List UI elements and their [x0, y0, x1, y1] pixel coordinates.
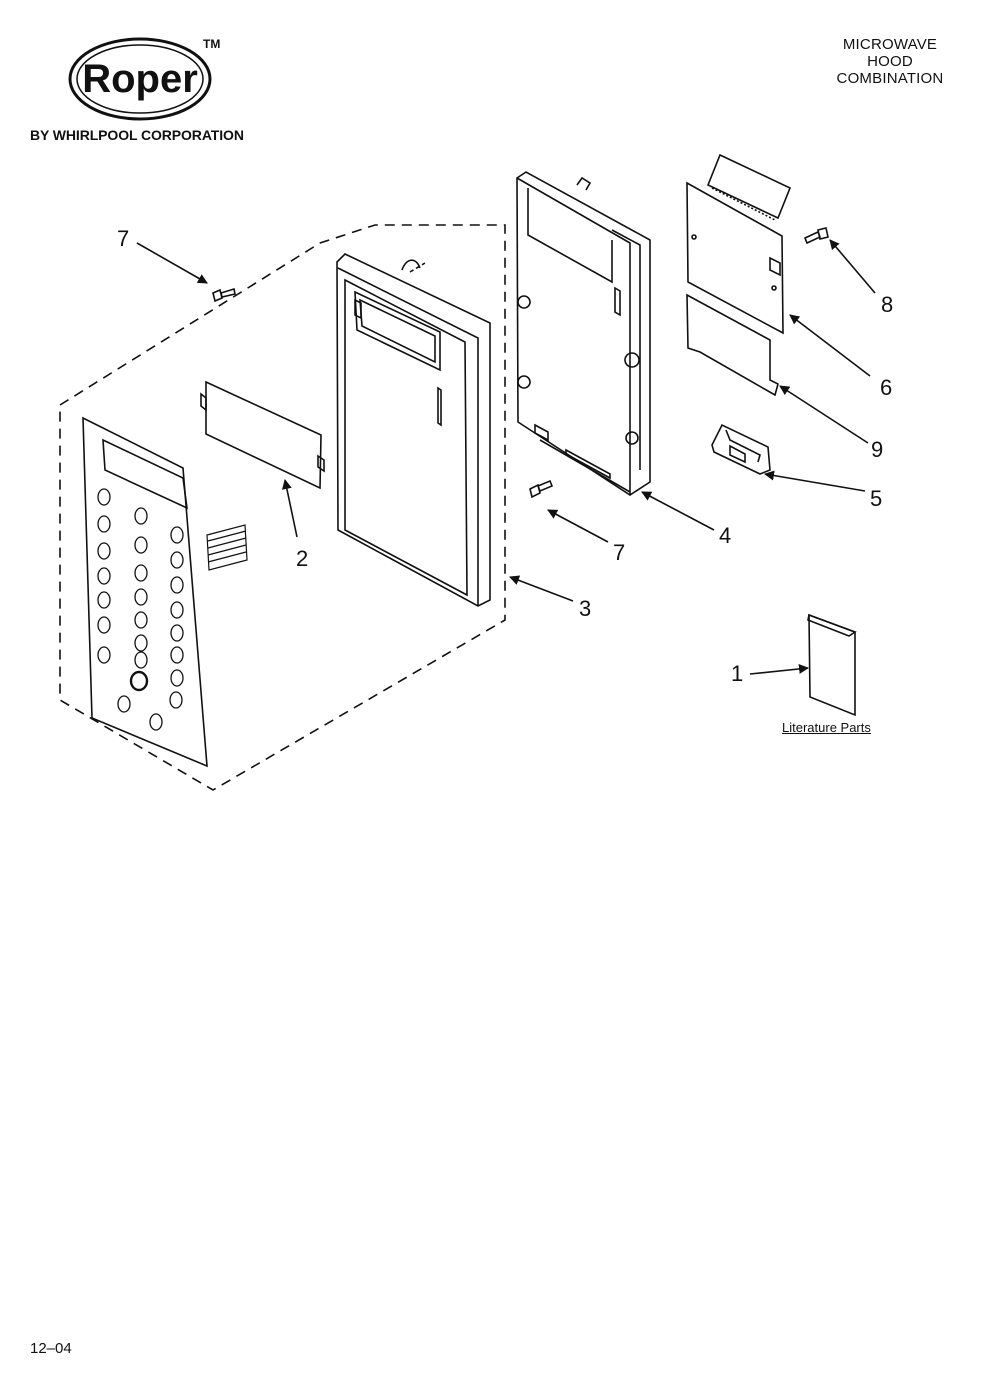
- screw-part-7-top: [212, 287, 236, 303]
- display-window-part: [200, 380, 325, 490]
- literature-parts-label: Literature Parts: [782, 720, 871, 735]
- keypad-buttons: [97, 488, 184, 731]
- leader-arrow-3: [509, 575, 574, 602]
- mounting-clip: [711, 423, 771, 475]
- brand-trademark: TM: [203, 37, 220, 51]
- callout-2: 2: [296, 546, 309, 571]
- brand-tagline: BY WHIRLPOOL CORPORATION: [30, 127, 244, 143]
- callout-6: 6: [880, 375, 893, 400]
- callout-1: 1: [731, 661, 744, 686]
- callout-3: 3: [579, 596, 592, 621]
- title-line-3: COMBINATION: [836, 70, 944, 87]
- leader-arrow-2: [281, 479, 298, 538]
- circuit-board: [686, 153, 792, 335]
- leader-arrow-5: [764, 470, 866, 492]
- leader-arrow-8: [829, 239, 876, 294]
- date-code: 12–04: [30, 1340, 72, 1357]
- leader-arrow-9: [779, 385, 869, 444]
- ribbon-cable: [206, 524, 248, 571]
- title-line-1: MICROWAVE: [842, 36, 938, 53]
- title-line-2: HOOD: [867, 53, 913, 70]
- brand-name: Roper: [82, 57, 198, 101]
- leader-arrow-1: [749, 663, 809, 675]
- leader-arrow-6: [789, 314, 871, 377]
- leader-arrow-7-bottom: [547, 509, 609, 543]
- callout-8: 8: [881, 292, 894, 317]
- brand-logo: Roper TM: [68, 37, 220, 121]
- screw-part-8: [803, 227, 829, 245]
- keypad-overlay: [82, 416, 248, 768]
- control-board-bracket: [516, 171, 651, 496]
- callout-5: 5: [870, 486, 883, 511]
- screw-part-7-bottom: [529, 479, 554, 499]
- insulator-sheet: [686, 293, 779, 397]
- assembly-outline-dashed: [59, 224, 506, 791]
- leader-arrow-7-top: [136, 242, 208, 284]
- control-panel-frame: [336, 253, 491, 607]
- callout-9: 9: [871, 437, 884, 462]
- callout-7-top: 7: [117, 226, 130, 251]
- literature-booklet: [807, 613, 857, 717]
- callout-7-bottom: 7: [613, 540, 626, 565]
- leader-arrow-4: [641, 491, 715, 531]
- callout-4: 4: [719, 523, 732, 548]
